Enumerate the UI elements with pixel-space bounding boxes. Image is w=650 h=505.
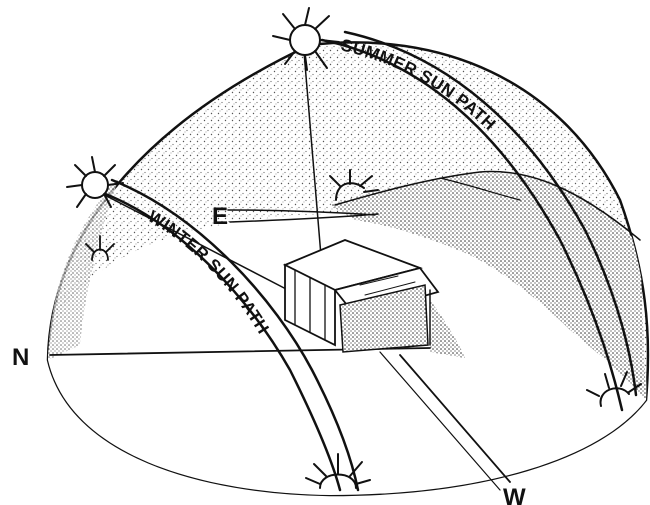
east-label: E [212,203,228,230]
north-label: N [12,344,29,371]
west-label: W [503,484,526,505]
